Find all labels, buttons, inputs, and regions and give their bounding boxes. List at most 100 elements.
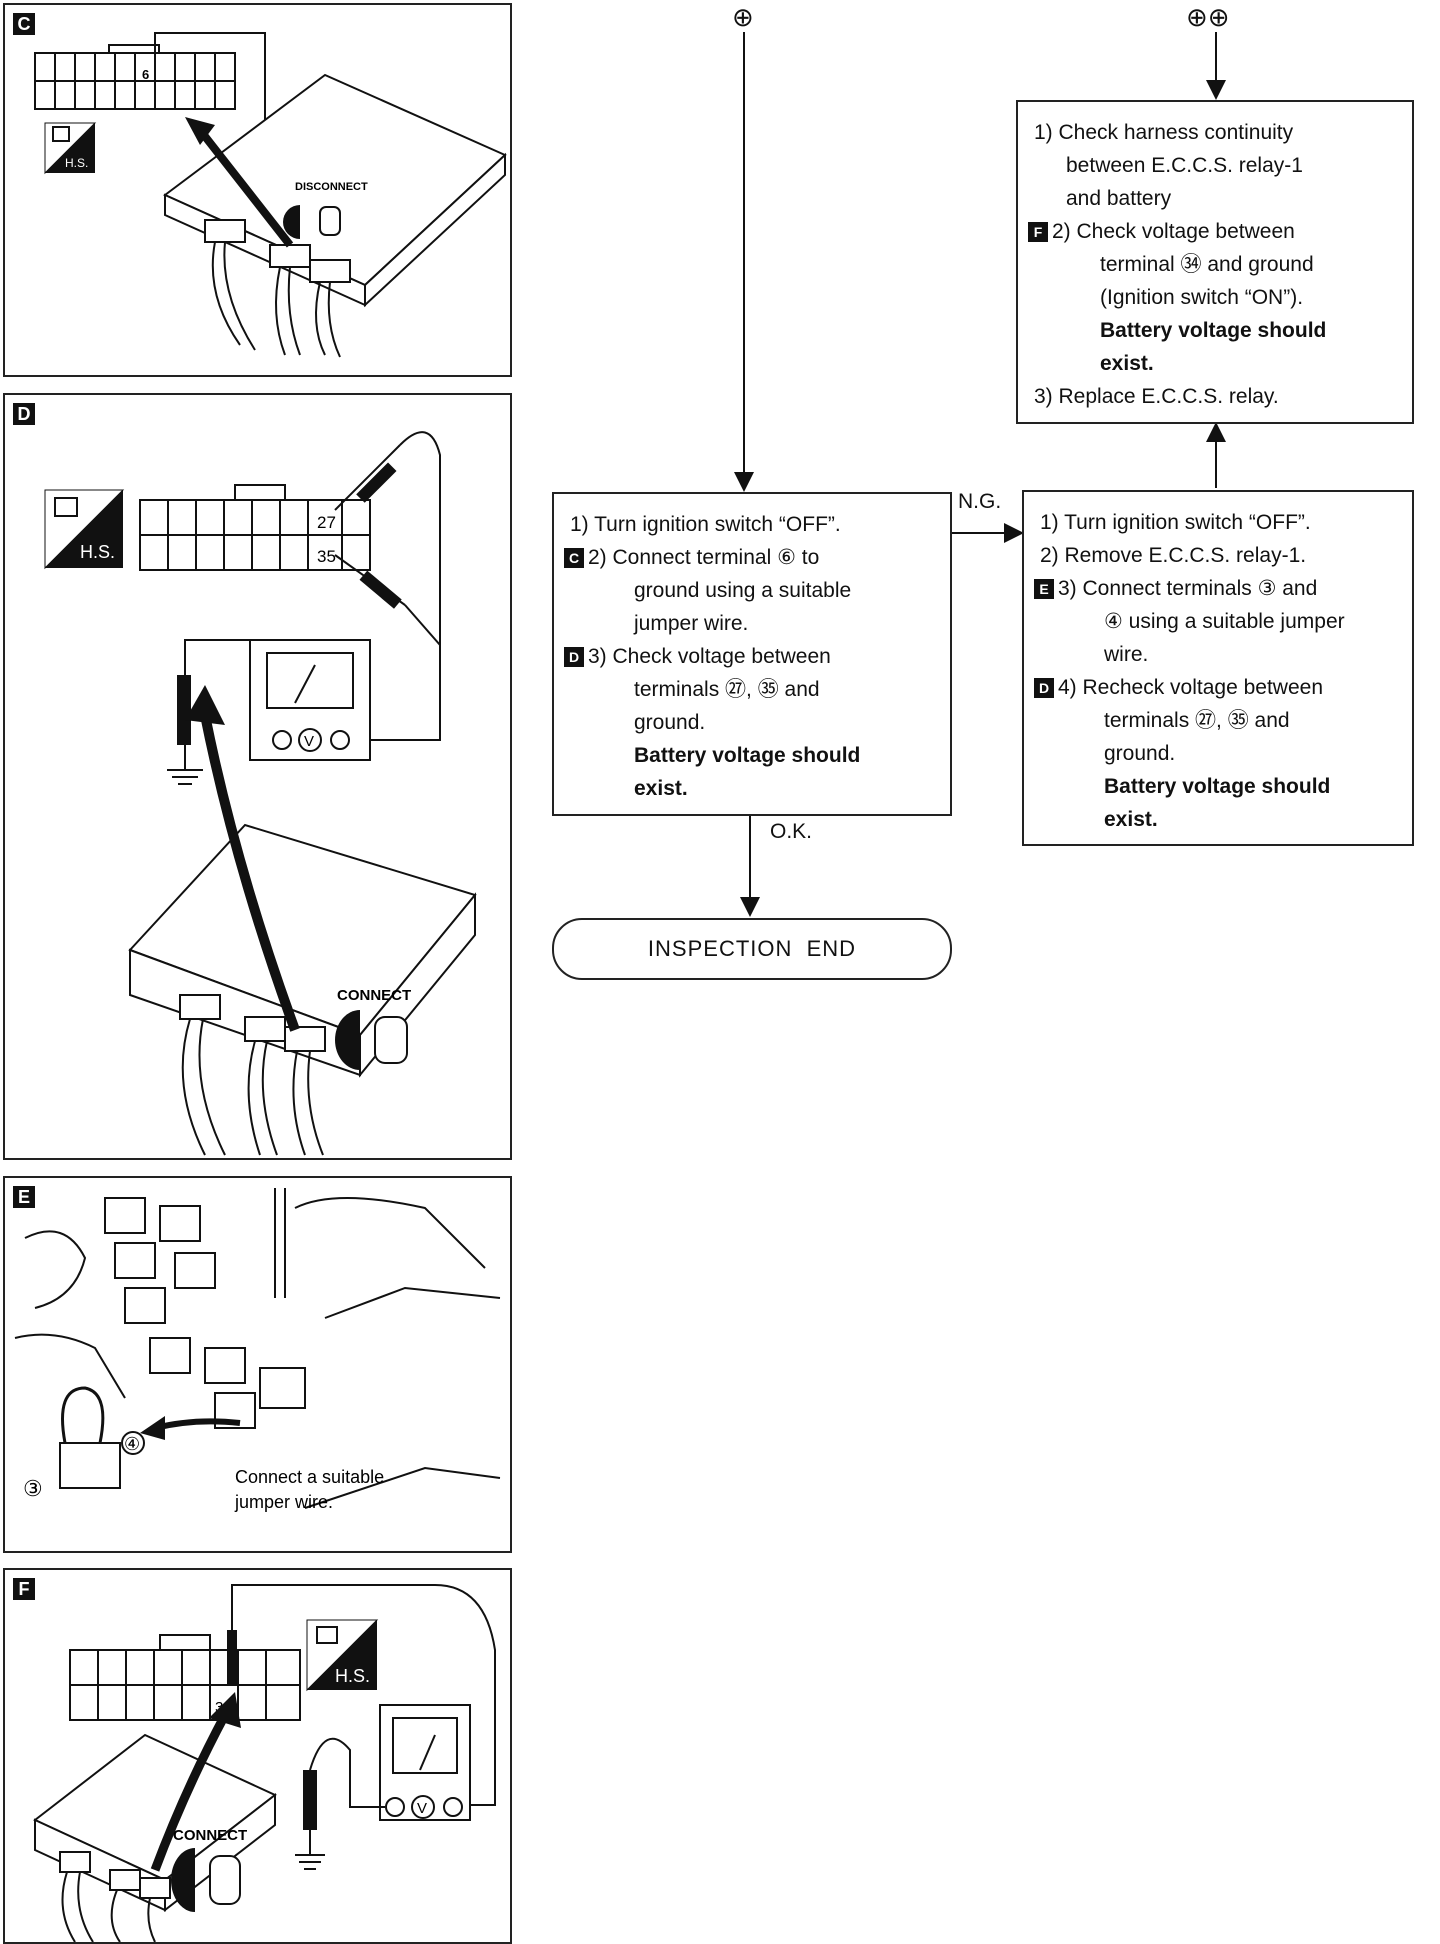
ref-tag-e: E: [1034, 579, 1054, 600]
step-4a: 4) Recheck voltage between: [1058, 676, 1323, 699]
disconnect-label: DISCONNECT: [295, 181, 368, 193]
control-unit-icon: [163, 73, 507, 358]
inspection-end-label: INSPECTION END: [647, 936, 857, 961]
step-2a: 2) Check voltage between: [1052, 220, 1295, 243]
box-harness-check: 1) Check harness continuity between E.C.…: [1016, 100, 1414, 424]
step-4b: terminals ㉗, ㉟ and: [1104, 709, 1290, 732]
probe-icon: [356, 462, 397, 503]
control-unit-icon: [128, 823, 477, 1156]
arrow-head-icon: [185, 685, 225, 725]
ref-tag-c: C: [564, 548, 584, 569]
step-1a: 1) Check harness continuity: [1034, 121, 1294, 144]
hs-badge-icon: H.S.: [306, 1619, 379, 1692]
step-3: 3) Replace E.C.C.S. relay.: [1034, 385, 1279, 408]
panel-f-illustration: 34 H.S. V C: [33, 1584, 496, 1942]
caption-line1: Connect a suitable: [235, 1467, 384, 1487]
control-unit-icon: [33, 1733, 277, 1942]
ground-icon: [295, 1830, 325, 1870]
probe-icon: [227, 1630, 237, 1685]
panel-d-illustration: H.S. 27 35 V: [44, 431, 477, 1156]
terminal-6-label: 6: [142, 67, 149, 82]
step-3b: ④ using a suitable jumper: [1104, 610, 1345, 633]
terminal-4-label: ④: [124, 1434, 140, 1454]
volt-symbol: V: [304, 733, 314, 750]
terminal-3-label: ③: [23, 1476, 43, 1501]
box-relay-check: 1) Turn ignition switch “OFF”. 2) Remove…: [1022, 490, 1414, 846]
panel-c-letter: C: [13, 13, 35, 35]
connect-label: CONNECT: [173, 1827, 247, 1844]
panel-d: D H.S. 27 35: [3, 393, 512, 1160]
arrow-head-icon: [209, 1692, 241, 1728]
ref-tag-d: D: [1034, 678, 1054, 699]
panel-c-illustration: 6 H.S. DISCONNECT: [34, 32, 507, 358]
step-2c: jumper wire.: [634, 612, 749, 635]
ng-label: N.G.: [958, 490, 1002, 513]
disconnect-plug-icon: [283, 205, 341, 239]
step-2d: Battery voltage should: [1100, 319, 1327, 342]
probe-icon: [303, 1770, 317, 1830]
step-3a: 3) Connect terminals ③ and: [1058, 577, 1318, 600]
relay-block-icon: [104, 1197, 306, 1429]
step-2: 2) Remove E.C.C.S. relay-1.: [1040, 544, 1307, 567]
hs-label: H.S.: [80, 542, 115, 562]
panel-c: C 6 H.S.: [3, 3, 512, 377]
step-3e: exist.: [634, 777, 688, 800]
panel-d-letter: D: [13, 403, 35, 425]
probe-icon: [177, 675, 191, 745]
arrow-icon: [150, 1712, 229, 1872]
arrow-head-icon: [140, 1416, 165, 1440]
ref-tag-f: F: [1028, 222, 1048, 243]
ground-lead: [309, 1737, 385, 1808]
arrow-icon: [196, 127, 294, 248]
volt-symbol: V: [417, 1800, 427, 1817]
connector-icon: [69, 1634, 301, 1721]
hs-label: H.S.: [65, 156, 88, 170]
step-3b: terminals ㉗, ㉟ and: [634, 678, 820, 701]
inspection-end-box: INSPECTION END: [552, 918, 952, 980]
panel-e: E ④ ③ Connect a suitable jumper wire.: [3, 1176, 512, 1553]
jumper-wire-icon: [59, 1386, 121, 1489]
hs-badge-icon: H.S.: [44, 122, 97, 175]
step-2e: exist.: [1100, 352, 1154, 375]
step-1: 1) Turn ignition switch “OFF”.: [570, 513, 841, 536]
step-2b: terminal ㉞ and ground: [1100, 253, 1314, 276]
step-4d: Battery voltage should: [1104, 775, 1331, 798]
step-2c: (Ignition switch “ON”).: [1100, 286, 1304, 309]
hs-badge-icon: H.S.: [44, 489, 125, 570]
top-symbol-right: ⊕⊕: [1186, 2, 1230, 32]
connector-icon: [139, 484, 371, 571]
voltmeter-icon: [379, 1704, 471, 1821]
arrow-icon: [200, 714, 300, 1032]
step-1c: and battery: [1066, 187, 1172, 210]
step-4c: ground.: [1104, 742, 1176, 765]
panel-e-illustration: ④ ③ Connect a suitable jumper wire.: [14, 1188, 501, 1512]
voltmeter-icon: [249, 639, 371, 761]
ground-icon: [167, 745, 203, 785]
ref-tag-d: D: [564, 647, 584, 668]
ok-label: O.K.: [770, 820, 813, 843]
panel-e-letter: E: [13, 1186, 35, 1208]
connector-icon: [34, 44, 236, 110]
step-3c: wire.: [1104, 643, 1149, 666]
step-4e: exist.: [1104, 808, 1158, 831]
probe-icon: [359, 570, 402, 609]
arrow-head-icon: [185, 117, 215, 145]
step-2b: ground using a suitable: [634, 579, 852, 602]
step-3a: 3) Check voltage between: [588, 645, 831, 668]
engine-bay-lines: [14, 1188, 501, 1509]
connect-label: CONNECT: [337, 987, 411, 1004]
top-symbol-left: ⊕: [732, 2, 754, 32]
connect-plug-icon: [171, 1848, 241, 1912]
step-1b: between E.C.C.S. relay-1: [1066, 154, 1303, 177]
step-3d: Battery voltage should: [634, 744, 861, 767]
terminal-4-marker: [121, 1431, 145, 1455]
step-1: 1) Turn ignition switch “OFF”.: [1040, 511, 1311, 534]
step-3c: ground.: [634, 711, 706, 734]
probe-lead: [231, 1584, 496, 1806]
hs-label: H.S.: [335, 1666, 370, 1686]
step-2a: 2) Connect terminal ⑥ to: [588, 546, 820, 569]
caption-line2: jumper wire.: [234, 1492, 333, 1512]
connect-plug-icon: [335, 1010, 408, 1070]
panel-f: F 34 H.S. V: [3, 1568, 512, 1944]
